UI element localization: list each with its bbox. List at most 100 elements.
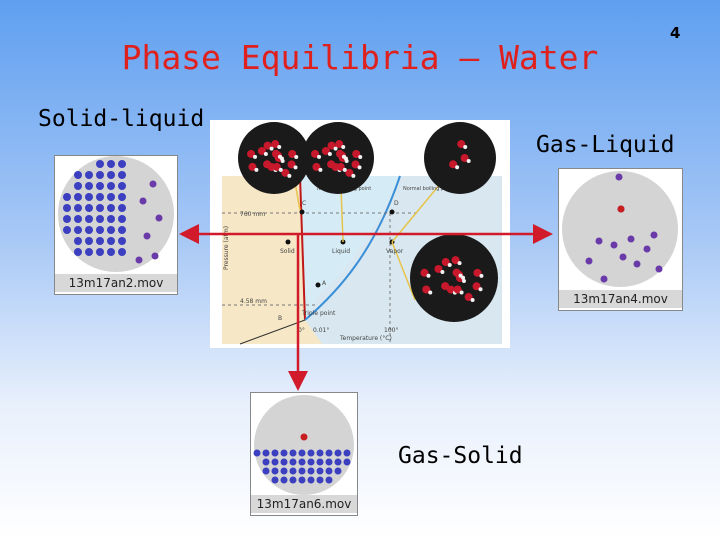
gas-liquid-atoms bbox=[585, 173, 663, 283]
hydrogen-atom bbox=[458, 273, 463, 278]
hydrogen-atom bbox=[333, 146, 338, 151]
solid-liquid-atoms bbox=[63, 160, 163, 264]
atom bbox=[107, 226, 115, 234]
svg-text:4.58 mm: 4.58 mm bbox=[240, 298, 267, 305]
hydrogen-atom bbox=[253, 154, 258, 159]
atom bbox=[85, 171, 93, 179]
svg-text:Solid: Solid bbox=[280, 248, 295, 255]
atom bbox=[118, 204, 126, 212]
gas-liquid-animation-frame bbox=[562, 171, 678, 287]
slide-title: Phase Equilibria — Water bbox=[121, 38, 599, 77]
hydrogen-atom bbox=[428, 290, 433, 295]
atom bbox=[85, 215, 93, 223]
hydrogen-atom bbox=[440, 269, 445, 274]
oxygen-atom bbox=[464, 293, 473, 302]
diagram-ylabel: Pressure (atm) bbox=[223, 226, 230, 270]
atom bbox=[298, 467, 306, 475]
atom bbox=[307, 449, 315, 457]
atom bbox=[307, 467, 315, 475]
atom bbox=[118, 248, 126, 256]
atom bbox=[627, 235, 635, 243]
oxygen-atom bbox=[271, 140, 280, 149]
atom bbox=[155, 214, 163, 222]
atom bbox=[96, 237, 104, 245]
atom bbox=[271, 476, 279, 484]
oxygen-atom bbox=[311, 149, 320, 158]
svg-text:0°: 0° bbox=[298, 327, 305, 334]
atom bbox=[118, 171, 126, 179]
atom bbox=[595, 237, 603, 245]
hydrogen-atom bbox=[317, 154, 322, 159]
atom bbox=[610, 241, 618, 249]
solid-liquid-movie[interactable]: 13m17an2.mov bbox=[54, 155, 178, 295]
gas-solid-movie[interactable]: 13m17an6.mov bbox=[250, 392, 358, 516]
oxygen-atom bbox=[288, 150, 297, 159]
hydrogen-atom bbox=[254, 167, 259, 172]
molecule-view bbox=[238, 122, 310, 194]
hydrogen-atom bbox=[341, 154, 346, 159]
atom bbox=[118, 182, 126, 190]
atom bbox=[316, 449, 324, 457]
atom bbox=[85, 248, 93, 256]
hydrogen-atom bbox=[351, 173, 356, 178]
oxygen-atom bbox=[451, 256, 460, 265]
gas-liquid-label: Gas-Liquid bbox=[536, 132, 675, 158]
atom bbox=[334, 449, 342, 457]
hydrogen-atom bbox=[463, 145, 468, 150]
gas-liquid-movie[interactable]: 13m17an4.mov bbox=[558, 168, 683, 311]
gas-solid-atoms bbox=[253, 433, 351, 484]
hydrogen-atom bbox=[327, 151, 332, 156]
atom bbox=[149, 180, 157, 188]
atom bbox=[334, 467, 342, 475]
atom bbox=[298, 458, 306, 466]
atom bbox=[74, 226, 82, 234]
svg-text:A: A bbox=[322, 280, 327, 287]
atom bbox=[85, 182, 93, 190]
hydrogen-atom bbox=[293, 165, 298, 170]
atom bbox=[600, 275, 608, 283]
oxygen-atom bbox=[434, 264, 443, 273]
oxygen-atom bbox=[472, 282, 481, 291]
atom bbox=[107, 182, 115, 190]
atom bbox=[85, 204, 93, 212]
oxygen-atom bbox=[441, 282, 450, 291]
liquid-vapor-line bbox=[304, 175, 401, 321]
atom bbox=[585, 257, 593, 265]
atom bbox=[85, 237, 93, 245]
oxygen-atom bbox=[449, 160, 458, 169]
oxygen-atom bbox=[351, 160, 360, 169]
hydrogen-atom bbox=[278, 167, 283, 172]
atom bbox=[334, 458, 342, 466]
atom bbox=[271, 449, 279, 457]
oxygen-atom bbox=[272, 162, 281, 171]
hydrogen-atom bbox=[447, 263, 452, 268]
svg-text:Vapor: Vapor bbox=[386, 248, 404, 255]
solid-liquid-animation-frame bbox=[58, 156, 174, 272]
hydrogen-atom bbox=[466, 159, 471, 163]
atom bbox=[85, 226, 93, 234]
oxygen-atom bbox=[327, 141, 336, 150]
solid-liquid-label: Solid-liquid bbox=[38, 106, 205, 132]
svg-text:C: C bbox=[302, 200, 306, 207]
atom bbox=[74, 204, 82, 212]
solid-liquid-movie-caption: 13m17an2.mov bbox=[55, 274, 177, 292]
atom bbox=[107, 237, 115, 245]
oxygen-atom bbox=[422, 285, 431, 294]
atom bbox=[151, 252, 159, 260]
atom bbox=[325, 476, 333, 484]
molecule-view bbox=[302, 122, 374, 194]
atom bbox=[74, 171, 82, 179]
atom bbox=[271, 467, 279, 475]
hydrogen-atom bbox=[455, 165, 460, 170]
atom bbox=[253, 449, 261, 457]
atom bbox=[280, 458, 288, 466]
hydrogen-atom bbox=[263, 151, 268, 156]
atom bbox=[655, 265, 663, 273]
hydrogen-atom bbox=[357, 165, 362, 170]
svg-text:D: D bbox=[394, 200, 399, 207]
atom bbox=[118, 237, 126, 245]
atom bbox=[107, 215, 115, 223]
atom bbox=[280, 476, 288, 484]
atom bbox=[107, 171, 115, 179]
